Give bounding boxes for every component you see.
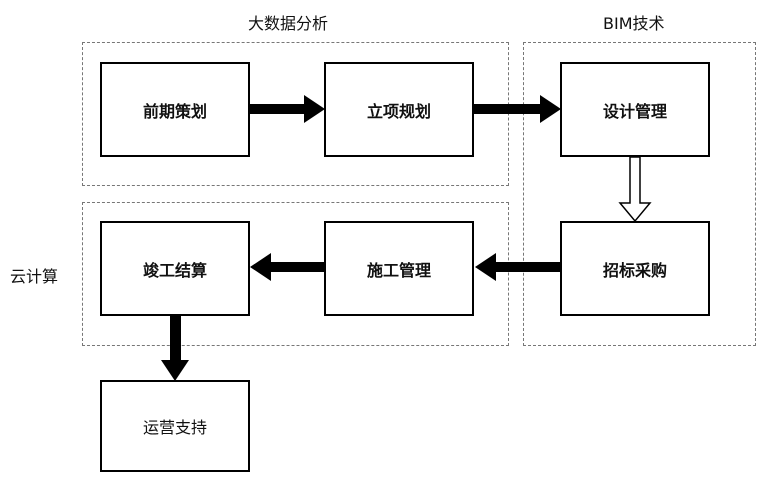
group-big-data xyxy=(82,42,509,186)
node-procurement: 招标采购 xyxy=(560,221,710,316)
node-design-management: 设计管理 xyxy=(560,62,710,157)
group-label-bim: BIM技术 xyxy=(603,14,665,33)
node-project-planning: 立项规划 xyxy=(324,62,474,157)
node-completion-settlement-label: 竣工结算 xyxy=(142,260,207,280)
group-label-cloud: 云计算 xyxy=(10,267,59,286)
group-label-big-data: 大数据分析 xyxy=(248,14,329,33)
group-bim xyxy=(523,42,756,346)
node-operation-support: 运营支持 xyxy=(100,380,250,472)
node-construction-management: 施工管理 xyxy=(324,221,474,316)
node-early-planning: 前期策划 xyxy=(100,62,250,157)
node-project-planning-label: 立项规划 xyxy=(366,101,431,121)
group-cloud xyxy=(82,202,509,346)
node-operation-support-label: 运营支持 xyxy=(142,418,207,437)
node-design-management-label: 设计管理 xyxy=(602,101,667,121)
node-completion-settlement: 竣工结算 xyxy=(100,221,250,316)
node-construction-management-label: 施工管理 xyxy=(366,260,431,280)
node-early-planning-label: 前期策划 xyxy=(142,101,207,121)
node-procurement-label: 招标采购 xyxy=(602,260,667,280)
